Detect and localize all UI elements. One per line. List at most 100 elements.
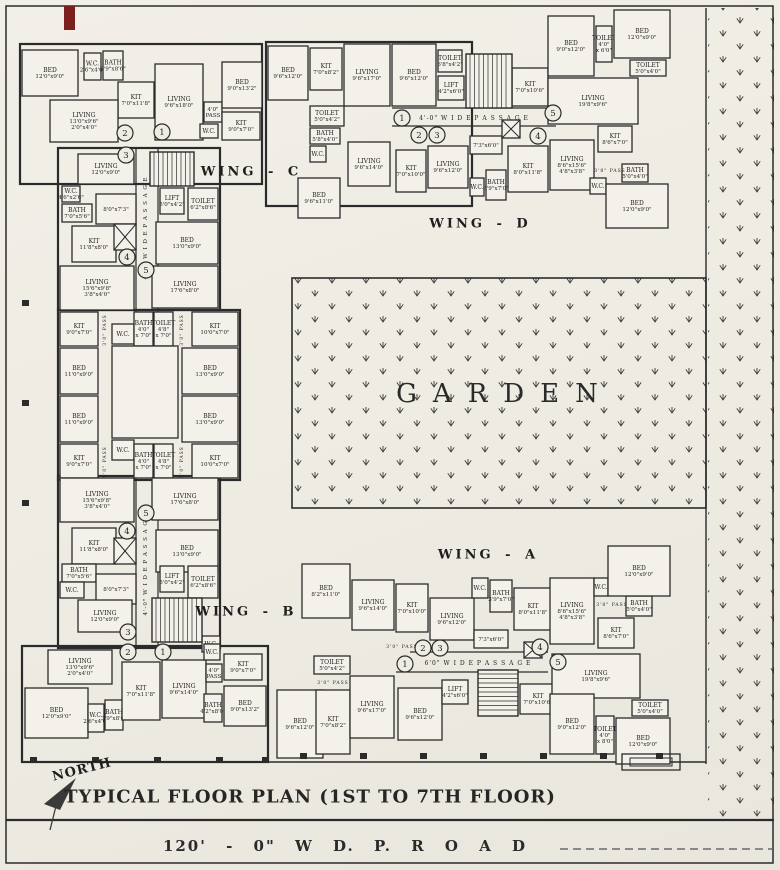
misc-rect bbox=[64, 6, 75, 30]
room-outline bbox=[441, 679, 469, 705]
pilaster bbox=[420, 753, 427, 759]
flat-number-circle bbox=[137, 261, 155, 279]
flat-number: 3 bbox=[431, 639, 449, 657]
flat-number-text: 3 bbox=[434, 131, 439, 141]
shaft-cross bbox=[113, 223, 137, 251]
flat-number-text: 1 bbox=[159, 128, 164, 138]
room-label: W.C. bbox=[470, 184, 483, 191]
room: W.C. bbox=[471, 577, 489, 599]
room-outline bbox=[397, 687, 443, 741]
flat-number-text: 4 bbox=[124, 527, 129, 537]
room-outline bbox=[102, 50, 124, 81]
room-outline bbox=[437, 75, 465, 101]
flat-number: 1 bbox=[393, 109, 411, 127]
room-outline bbox=[437, 49, 463, 73]
flat-number: 3 bbox=[117, 146, 135, 164]
shaft-cross bbox=[501, 119, 521, 139]
flat-number-text: 2 bbox=[416, 131, 421, 141]
road-label: 120' - 0" W D. P. R O A D bbox=[162, 837, 528, 855]
room-label: W.C. bbox=[202, 128, 215, 135]
wing-block-outline bbox=[18, 42, 264, 186]
flat-number-text: 5 bbox=[143, 266, 148, 276]
room-outline bbox=[621, 163, 649, 183]
room: W.C. bbox=[309, 145, 327, 163]
room-outline bbox=[159, 187, 185, 215]
room-label: W.C.2'6"x4'0" bbox=[80, 61, 106, 74]
flat-number-text: 4 bbox=[535, 132, 540, 142]
flat-number-text: 1 bbox=[160, 648, 165, 658]
room-outline bbox=[489, 579, 513, 613]
room-outline bbox=[549, 139, 595, 191]
room: W.C. bbox=[469, 177, 485, 197]
room-outline bbox=[187, 187, 219, 221]
flat-number: 5 bbox=[549, 653, 567, 671]
passage-label: 3'0" PASS bbox=[317, 680, 348, 686]
room-outline bbox=[59, 581, 85, 599]
room-label: 4'0"PASS bbox=[206, 107, 221, 119]
room-outline bbox=[276, 689, 324, 759]
staircase bbox=[465, 53, 513, 109]
room-outline bbox=[223, 685, 267, 727]
flat-number-text: 4 bbox=[537, 643, 542, 653]
room-outline bbox=[155, 221, 219, 265]
room-outline bbox=[631, 699, 669, 717]
room-outline bbox=[267, 45, 309, 101]
room-outline bbox=[151, 477, 219, 521]
room-outline bbox=[429, 597, 475, 641]
flat-number-circle bbox=[396, 655, 414, 673]
room-outline bbox=[469, 135, 503, 155]
tree-strip bbox=[708, 8, 774, 820]
room-outline bbox=[111, 345, 179, 439]
pilaster bbox=[540, 753, 547, 759]
